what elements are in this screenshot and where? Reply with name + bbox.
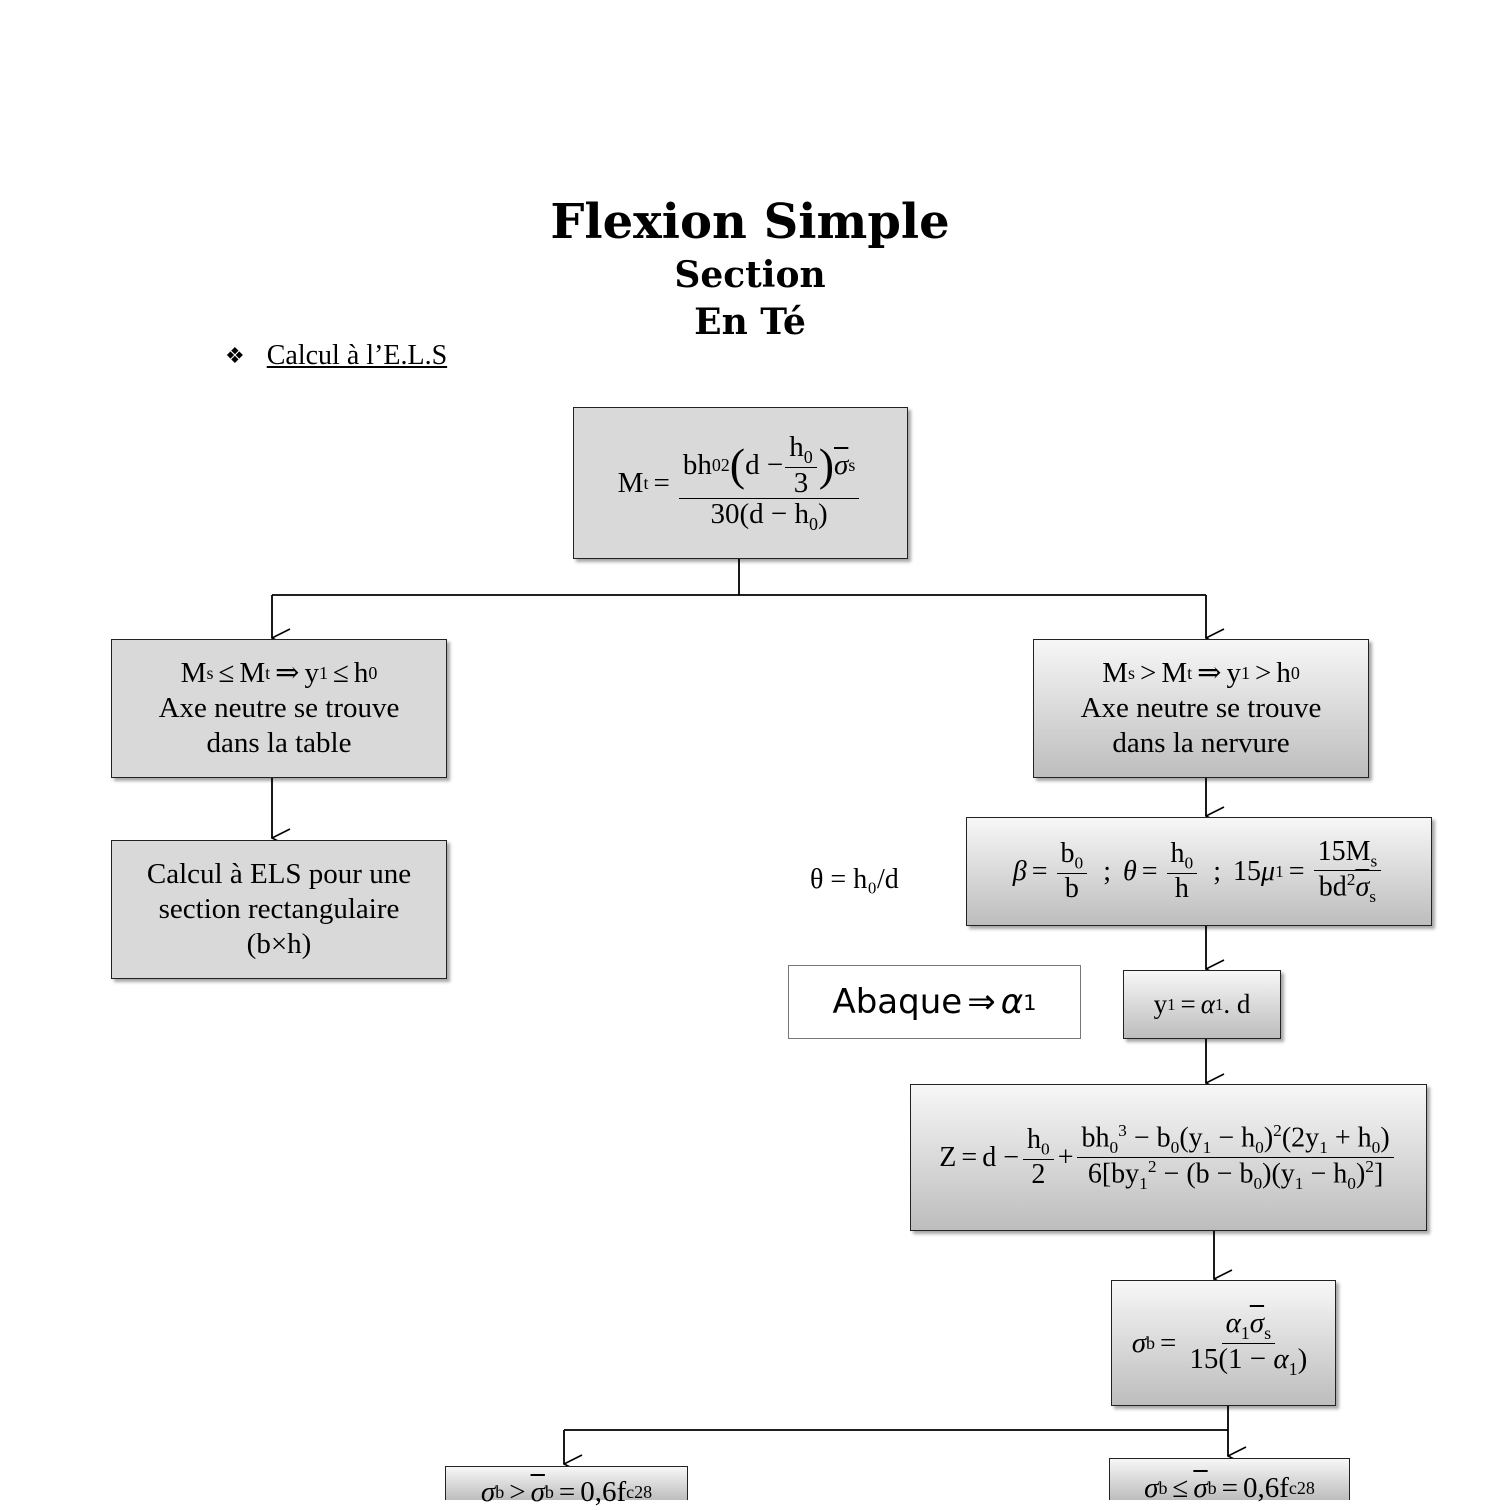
left-condition-text-line2: dans la table — [206, 727, 352, 759]
page-subtitle-line1: Section — [674, 254, 826, 296]
left-calc-line3: (b×h) — [246, 928, 312, 960]
right-condition-text-line2: dans la nervure — [1112, 727, 1290, 759]
left-calc-line1: Calcul à ELS pour une — [146, 858, 412, 890]
right-condition-text-line1: Axe neutre se trouve — [1080, 692, 1322, 724]
mt-symbol: M — [617, 466, 644, 499]
section-heading: ❖ Calcul à l’E.L.S — [225, 340, 447, 372]
left-condition-text-line1: Axe neutre se trouve — [158, 692, 400, 724]
mt-subscript: t — [643, 472, 649, 493]
left-calc-box: Calcul à ELS pour une section rectangula… — [111, 840, 447, 979]
abaque-label: Abaque — [832, 982, 963, 1022]
page-title: Flexion Simple — [550, 194, 950, 250]
page-subtitle-line2: En Té — [694, 301, 806, 343]
left-calc-line2: section rectangulaire — [158, 893, 400, 925]
theta-note: θ = h₀/d — [810, 864, 899, 895]
diamond-bullet-icon: ❖ — [225, 343, 245, 369]
title-block: Flexion Simple Section En Té — [0, 192, 1500, 346]
section-label: Calcul à l’E.L.S — [266, 340, 448, 371]
